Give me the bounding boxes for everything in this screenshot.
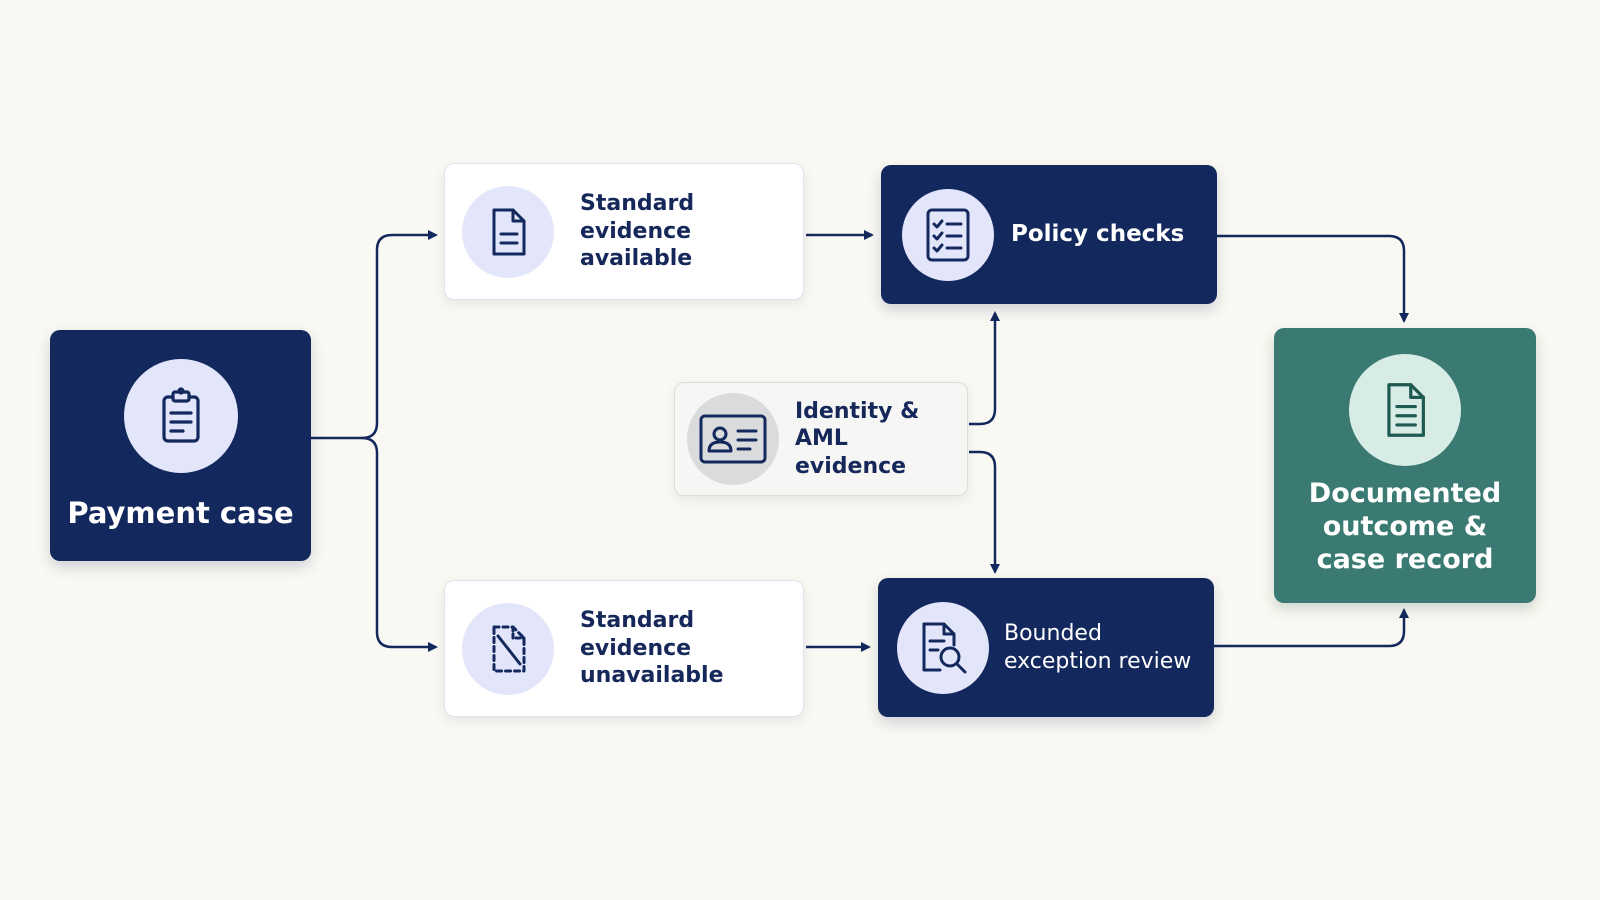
available-icon-circle xyxy=(462,185,554,278)
available-label-line2: available xyxy=(580,246,693,272)
identity-label: Identity & AML evidence xyxy=(795,398,967,481)
missing-document-icon xyxy=(492,625,526,672)
payment-case-icon-circle xyxy=(123,359,238,474)
policy-checks-label: Policy checks xyxy=(1011,221,1185,248)
payment-case-node[interactable]: Payment case xyxy=(50,330,311,561)
standard-evidence-unavailable-node[interactable]: Standard evidence unavailable xyxy=(444,580,804,717)
review-icon-circle xyxy=(897,601,989,694)
standard-evidence-available-node[interactable]: Standard evidence available xyxy=(444,163,804,300)
outcome-label-line1: Documented xyxy=(1308,478,1502,510)
arrow-identity-to-policy xyxy=(969,311,1000,426)
identity-label-line1: Identity & AML xyxy=(795,398,920,452)
document-icon xyxy=(1387,383,1425,437)
unavailable-label-line2: unavailable xyxy=(580,663,724,689)
arrow-payment-to-available xyxy=(310,230,438,440)
arrow-payment-to-unavailable xyxy=(361,436,438,652)
policy-icon-circle xyxy=(902,188,994,281)
outcome-label: Documented outcome & case record xyxy=(1309,478,1501,577)
unavailable-label-line1: Standard evidence xyxy=(580,608,695,661)
checklist-icon xyxy=(926,208,970,261)
id-card-icon xyxy=(699,414,767,464)
outcome-icon-circle xyxy=(1349,354,1461,467)
clipboard-icon xyxy=(161,387,200,443)
document-icon xyxy=(492,208,526,255)
review-label-line1: Bounded xyxy=(1004,621,1102,646)
identity-icon-circle xyxy=(687,393,779,485)
unavailable-label: Standard evidence unavailable xyxy=(580,607,803,690)
documented-outcome-node[interactable]: Documented outcome & case record xyxy=(1274,328,1536,603)
policy-checks-node[interactable]: Policy checks xyxy=(881,165,1217,304)
arrow-identity-to-review xyxy=(969,450,1000,574)
arrow-review-to-outcome xyxy=(1214,608,1409,648)
review-label: Bounded exception review xyxy=(1004,620,1191,675)
arrow-policy-to-outcome xyxy=(1217,234,1409,323)
review-label-line2: exception review xyxy=(1004,648,1192,674)
exception-review-node[interactable]: Bounded exception review xyxy=(878,578,1214,717)
document-search-icon xyxy=(922,622,967,673)
identity-aml-node[interactable]: Identity & AML evidence xyxy=(674,382,968,496)
payment-case-label: Payment case xyxy=(67,496,294,531)
outcome-label-line2: outcome & xyxy=(1322,511,1488,543)
identity-label-line2: evidence xyxy=(795,453,907,479)
available-label-line1: Standard evidence xyxy=(580,191,695,244)
outcome-label-line3: case record xyxy=(1316,543,1494,575)
available-label: Standard evidence available xyxy=(580,190,803,273)
unavailable-icon-circle xyxy=(462,602,554,695)
